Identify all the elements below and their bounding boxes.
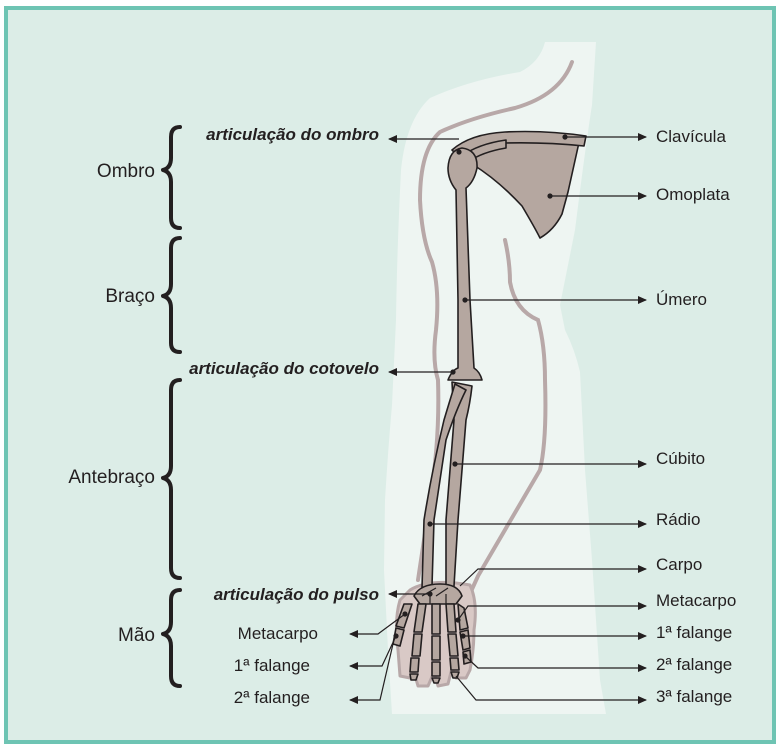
phalanx-bone [450, 658, 459, 670]
phalanx-bone [432, 636, 440, 660]
phalanx-bone [432, 678, 440, 683]
label-phalanx3-right: 3ª falange [656, 687, 732, 706]
label-radius: Rádio [656, 510, 700, 529]
label-scapula: Omoplata [656, 185, 730, 204]
joint-label-wrist: articulação do pulso [214, 585, 379, 604]
label-phalanx1-left: 1ª falange [234, 656, 310, 675]
label-ulna: Cúbito [656, 449, 705, 468]
label-phalanx1-right: 1ª falange [656, 623, 732, 642]
phalanx-bone [410, 658, 419, 672]
label-humerus: Úmero [656, 290, 707, 309]
label-clavicle: Clavícula [656, 127, 726, 146]
label-phalanx2-left: 2ª falange [234, 688, 310, 707]
joint-label-elbow: articulação do cotovelo [189, 359, 379, 378]
label-phalanx2-right: 2ª falange [656, 655, 732, 674]
phalanx-bone [432, 662, 440, 676]
metacarpal-bone [446, 604, 456, 632]
phalanx-bone [448, 634, 458, 656]
region-label-hand: Mão [118, 625, 155, 646]
phalanx-bone [412, 634, 422, 656]
region-label-forearm: Antebraço [68, 467, 155, 488]
label-metacarpus-right: Metacarpo [656, 591, 736, 610]
region-label-arm: Braço [105, 286, 155, 307]
label-carpus: Carpo [656, 555, 702, 574]
region-label-shoulder: Ombro [97, 161, 155, 182]
metacarpal-bone [432, 604, 440, 634]
label-metacarpus-left: Metacarpo [238, 624, 318, 643]
joint-label-shoulder: articulação do ombro [206, 125, 379, 144]
phalanx-bone [410, 674, 418, 680]
phalanx-bone [451, 672, 459, 678]
